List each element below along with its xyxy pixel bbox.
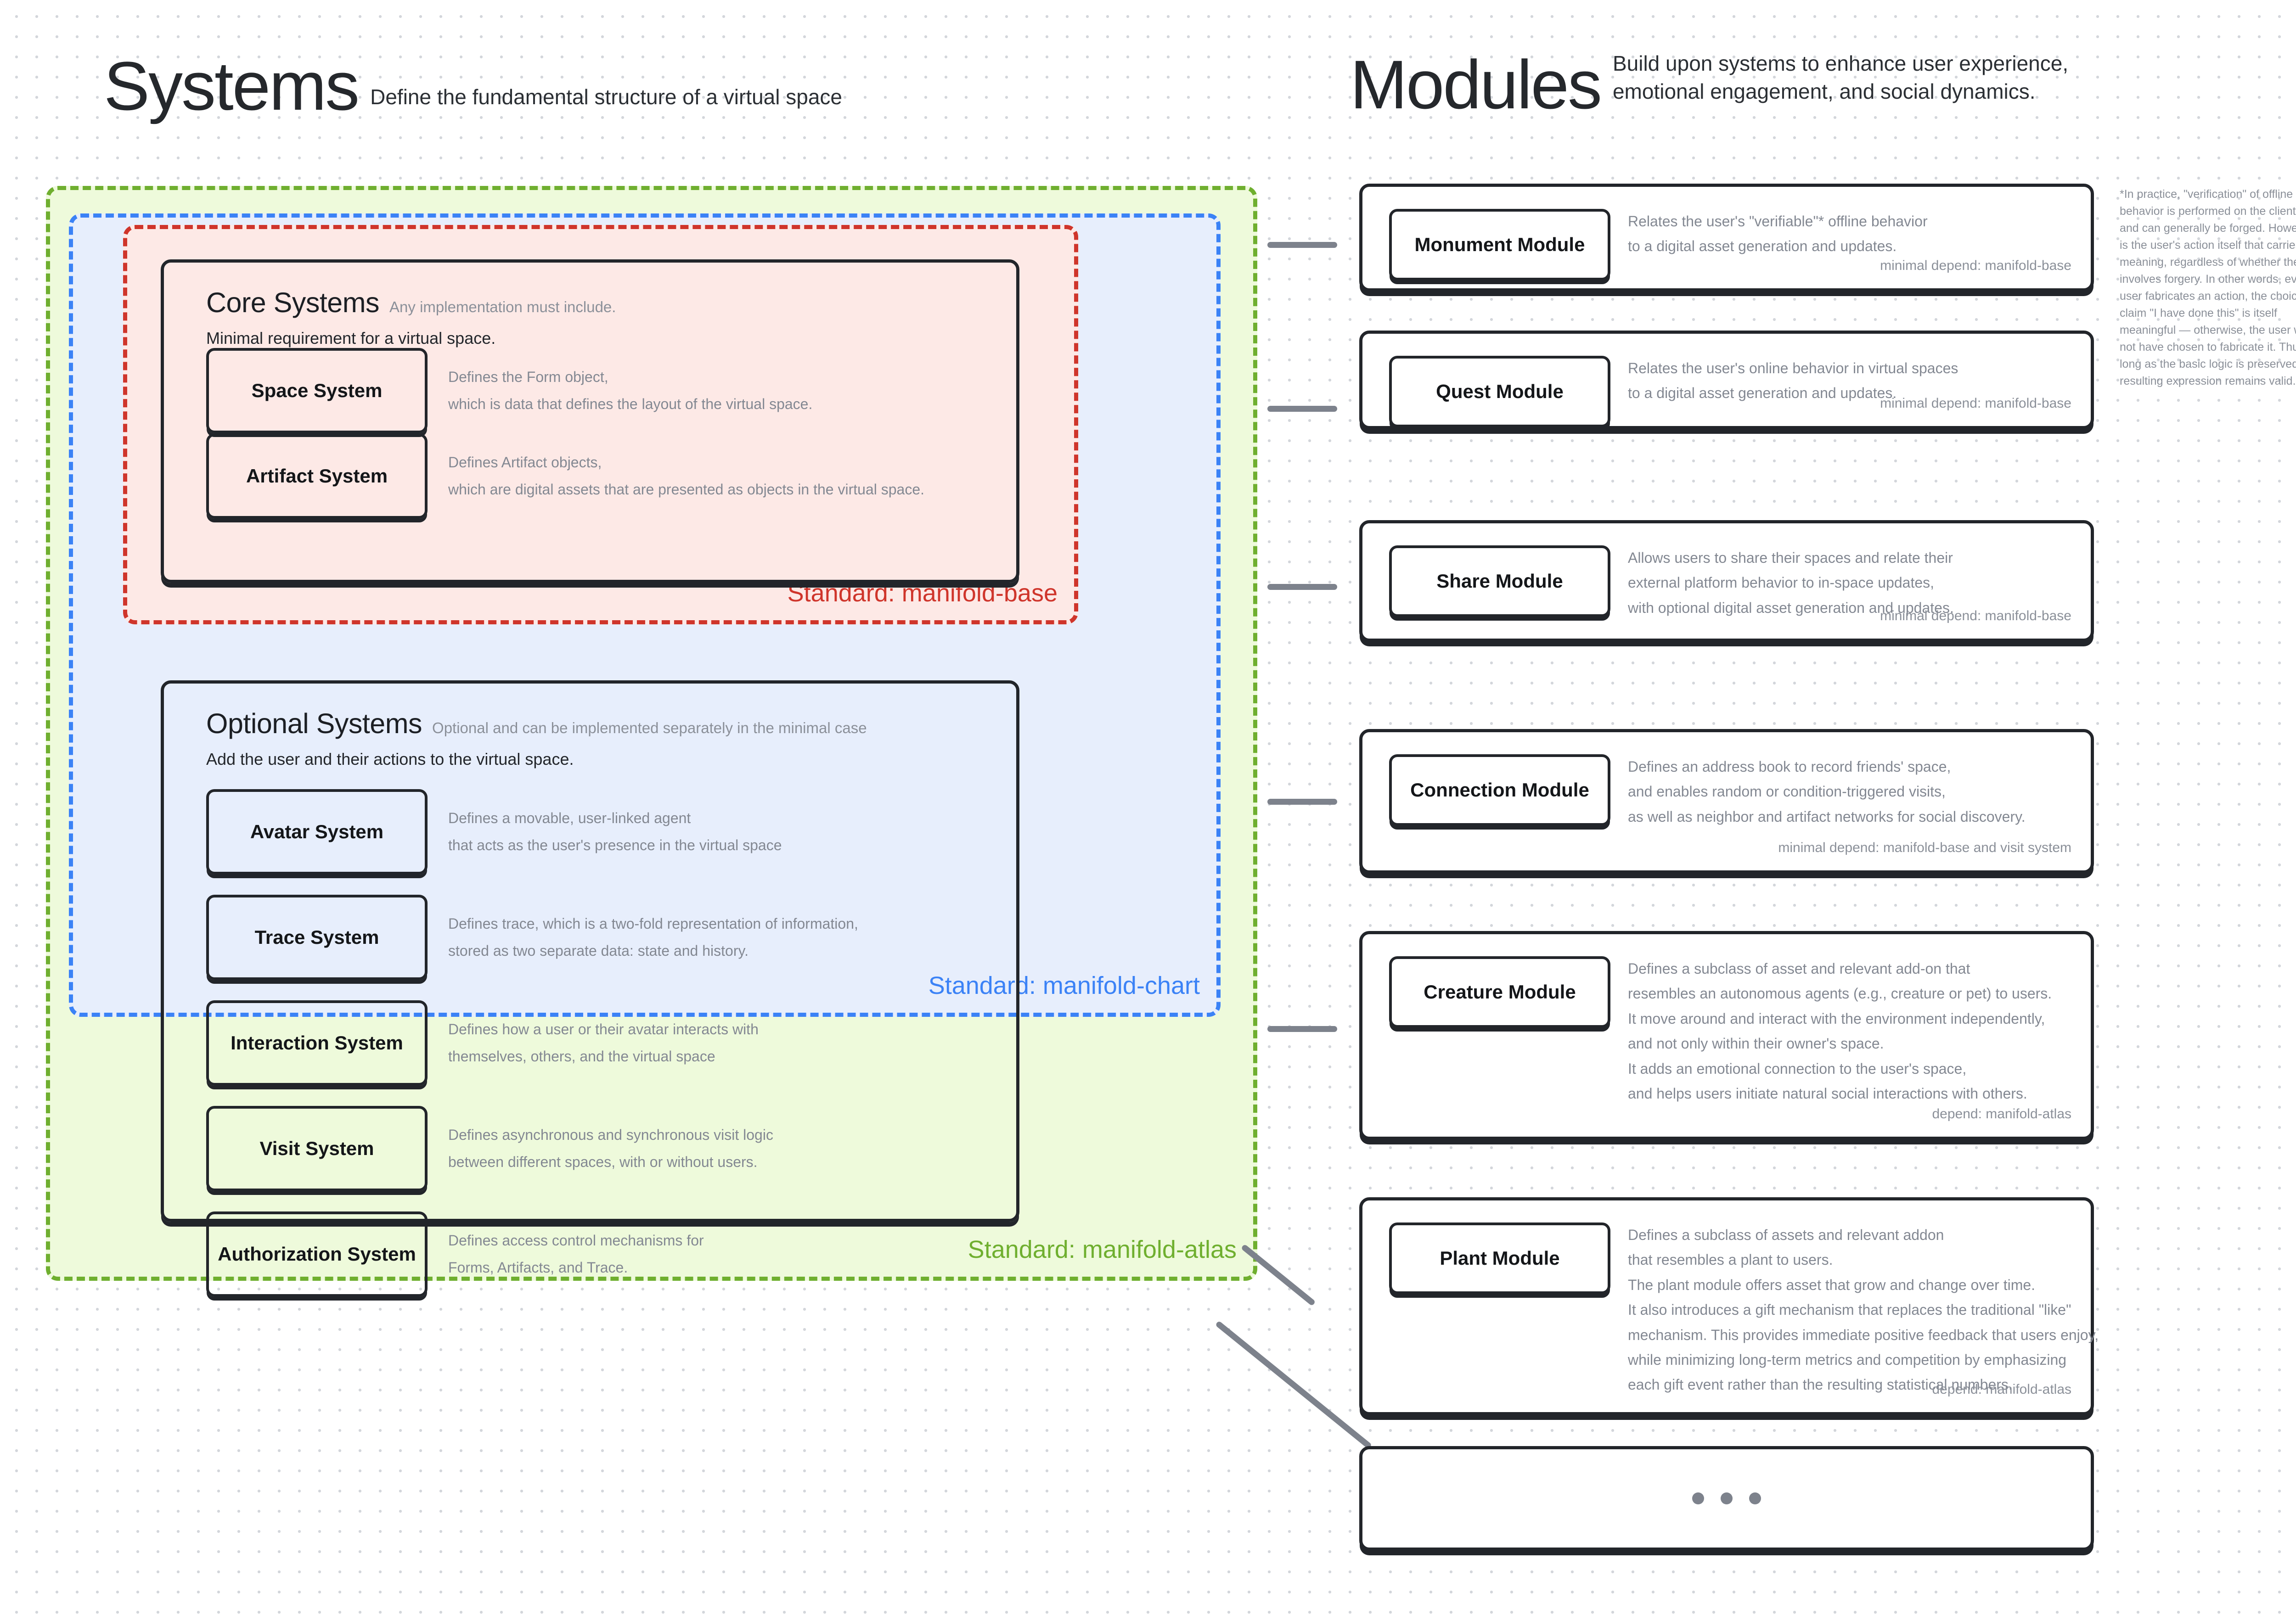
module-chip-share[interactable]: Share Module: [1389, 545, 1610, 617]
modules-header: Modules Build upon systems to enhance us…: [1350, 46, 2069, 123]
system-desc-authorization: Defines access control mechanisms for Fo…: [448, 1232, 704, 1276]
standard-label-manifold-atlas: Standard: manifold-atlas: [968, 1236, 1237, 1263]
module-desc-share: Allows users to share their spaces and r…: [1628, 550, 1954, 616]
optional-systems-desc: Add the user and their actions to the vi…: [206, 750, 574, 768]
modules-subtitle: Build upon systems to enhance user exper…: [1612, 51, 2069, 103]
system-desc-space: Defines the Form object, which is data t…: [448, 369, 813, 412]
ellipsis-dot: [1692, 1492, 1704, 1504]
module-chip-connection[interactable]: Connection Module: [1389, 754, 1610, 826]
module-depend-share: minimal depend: manifold-base: [1880, 608, 2071, 623]
module-depend-plant: depend: manifold-atlas: [1932, 1382, 2071, 1397]
module-card-share[interactable]: Share Module Allows users to share their…: [1359, 520, 2094, 642]
system-chip-artifact[interactable]: Artifact System: [206, 433, 428, 519]
system-desc-interaction: Defines how a user or their avatar inter…: [448, 1021, 759, 1065]
module-chip-creature[interactable]: Creature Module: [1389, 956, 1610, 1028]
module-inner: Plant Module Defines a subclass of asset…: [1362, 1200, 2099, 1397]
connector-to-connection-module: [1267, 799, 1337, 805]
system-desc-avatar: Defines a movable, user-linked agent tha…: [448, 810, 782, 853]
module-inner: Share Module Allows users to share their…: [1362, 523, 2091, 620]
standard-label-manifold-base: Standard: manifold-base: [787, 579, 1058, 607]
module-inner: Monument Module Relates the user's "veri…: [1362, 187, 2091, 280]
system-item-trace[interactable]: Trace System Defines trace, which is a t…: [206, 895, 1016, 980]
module-card-connection[interactable]: Connection Module Defines an address boo…: [1359, 729, 2094, 874]
verification-footnote: *In practice, "verification" of offline …: [2120, 188, 2296, 387]
ellipsis-icon: [1362, 1449, 2091, 1548]
systems-header: Systems Define the fundamental structure…: [104, 47, 843, 124]
modules-title: Modules: [1350, 46, 1602, 123]
module-card-quest[interactable]: Quest Module Relates the user's online b…: [1359, 331, 2094, 429]
core-systems-desc: Minimal requirement for a virtual space.: [206, 329, 496, 348]
core-systems-title: Core Systems: [206, 287, 380, 318]
connector-to-monument-module: [1267, 242, 1337, 248]
module-inner: Quest Module Relates the user's online b…: [1362, 334, 2091, 427]
system-item-avatar[interactable]: Avatar System Defines a movable, user-li…: [206, 789, 1016, 875]
module-card-creature[interactable]: Creature Module Defines a subclass of as…: [1359, 931, 2094, 1140]
module-desc-quest: Relates the user's online behavior in vi…: [1628, 360, 1958, 402]
system-item-artifact[interactable]: Artifact System Defines Artifact objects…: [206, 433, 1016, 519]
connector-to-share-module: [1267, 584, 1337, 590]
module-depend-connection: minimal depend: manifold-base and visit …: [1778, 840, 2071, 855]
core-systems-hint: Any implementation must include.: [389, 298, 616, 315]
module-depend-creature: depend: manifold-atlas: [1932, 1106, 2071, 1122]
module-chip-monument[interactable]: Monument Module: [1389, 209, 1610, 280]
module-desc-plant: Defines a subclass of assets and relevan…: [1628, 1227, 2099, 1393]
standard-region-manifold-base: Standard: manifold-base: [123, 225, 1078, 624]
system-chip-visit[interactable]: Visit System: [206, 1106, 428, 1191]
system-chip-trace[interactable]: Trace System: [206, 895, 428, 980]
module-inner: Connection Module Defines an address boo…: [1362, 732, 2091, 829]
module-depend-quest: minimal depend: manifold-base: [1880, 396, 2071, 411]
system-item-space[interactable]: Space System Defines the Form object, wh…: [206, 348, 1016, 433]
systems-title: Systems: [104, 47, 360, 124]
module-chip-quest[interactable]: Quest Module: [1389, 356, 1610, 427]
optional-systems-hint: Optional and can be implemented separate…: [432, 719, 867, 736]
systems-subtitle: Define the fundamental structure of a vi…: [370, 85, 843, 109]
module-chip-plant[interactable]: Plant Module: [1389, 1222, 1610, 1294]
system-chip-space[interactable]: Space System: [206, 348, 428, 433]
module-card-plant[interactable]: Plant Module Defines a subclass of asset…: [1359, 1197, 2099, 1415]
module-card-monument[interactable]: Monument Module Relates the user's "veri…: [1359, 184, 2094, 292]
core-systems-title-row: Core Systems Any implementation must inc…: [206, 286, 1016, 319]
optional-systems-title: Optional Systems: [206, 708, 422, 739]
system-chip-authorization[interactable]: Authorization System: [206, 1211, 428, 1297]
module-card-more[interactable]: [1359, 1446, 2094, 1551]
module-desc-creature: Defines a subclass of asset and relevant…: [1628, 960, 2052, 1102]
system-item-authorization[interactable]: Authorization System Defines access cont…: [206, 1211, 1016, 1297]
connector-to-creature-module: [1267, 1026, 1337, 1032]
ellipsis-dot: [1749, 1492, 1761, 1504]
module-desc-monument: Relates the user's "verifiable"* offline…: [1628, 213, 1928, 255]
system-item-visit[interactable]: Visit System Defines asynchronous and sy…: [206, 1106, 1016, 1191]
ellipsis-dot: [1721, 1492, 1733, 1504]
core-systems-panel: Core Systems Any implementation must inc…: [161, 259, 1019, 583]
system-desc-artifact: Defines Artifact objects, which are digi…: [448, 454, 925, 498]
system-desc-visit: Defines asynchronous and synchronous vis…: [448, 1127, 773, 1170]
system-desc-trace: Defines trace, which is a two-fold repre…: [448, 915, 858, 959]
system-chip-avatar[interactable]: Avatar System: [206, 789, 428, 875]
system-item-interaction[interactable]: Interaction System Defines how a user or…: [206, 1000, 1016, 1086]
optional-systems-title-row: Optional Systems Optional and can be imp…: [206, 707, 1016, 740]
module-inner: Creature Module Defines a subclass of as…: [1362, 934, 2091, 1106]
connector-to-ellipsis-module: [1215, 1320, 1373, 1450]
connector-to-quest-module: [1267, 406, 1337, 412]
module-depend-monument: minimal depend: manifold-base: [1880, 258, 2071, 273]
standard-label-manifold-chart: Standard: manifold-chart: [928, 972, 1200, 999]
system-chip-interaction[interactable]: Interaction System: [206, 1000, 428, 1086]
optional-systems-panel: Optional Systems Optional and can be imp…: [161, 680, 1019, 1297]
module-desc-connection: Defines an address book to record friend…: [1628, 758, 2026, 825]
